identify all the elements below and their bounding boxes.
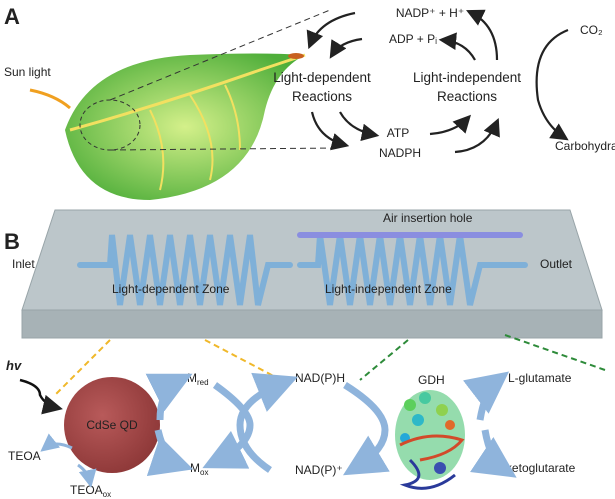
light-arrow bbox=[19, 378, 63, 415]
green-dash-right bbox=[504, 334, 606, 371]
outlet-label: Outlet bbox=[540, 257, 573, 271]
green-dash-left bbox=[359, 339, 409, 381]
zone-dependent-label: Light-dependent Zone bbox=[112, 282, 230, 296]
light-independent-label-1: Light-independent bbox=[413, 70, 521, 85]
light-independent-label-2: Reactions bbox=[437, 89, 497, 104]
microfluidic-chip bbox=[21, 209, 603, 339]
nadph-label: NADPH bbox=[379, 146, 421, 160]
co2-label: CO₂ bbox=[580, 23, 603, 37]
nadp-label-b: NAD(P)⁺ bbox=[295, 463, 343, 477]
teoa-ox-label: TEOAox bbox=[70, 483, 111, 499]
glutamate-label: L-glutamate bbox=[508, 371, 572, 385]
light-dependent-label-2: Reactions bbox=[292, 89, 352, 104]
atp-label: ATP bbox=[387, 126, 409, 140]
qd-label: CdSe QD bbox=[86, 418, 138, 432]
panel-label-b: B bbox=[4, 229, 20, 254]
air-hole-label: Air insertion hole bbox=[383, 211, 473, 225]
hv-label: hv bbox=[6, 358, 22, 373]
electron-transfer-arrows bbox=[145, 371, 517, 478]
nadp-h-label: NADP⁺ + H⁺ bbox=[396, 6, 464, 20]
gdh-label: GDH bbox=[418, 373, 445, 387]
light-dependent-label-1: Light-dependent bbox=[273, 70, 371, 85]
yellow-dash-left bbox=[54, 339, 111, 396]
inlet-label: Inlet bbox=[12, 257, 35, 271]
m-ox-label: Mox bbox=[190, 461, 208, 477]
yellow-dash-right bbox=[204, 339, 286, 383]
panel-label-a: A bbox=[4, 4, 20, 29]
teoa-label: TEOA bbox=[8, 449, 41, 463]
cycle-arrows bbox=[306, 9, 569, 154]
cdse-qd-sphere bbox=[64, 377, 160, 473]
adp-pi-label: ADP + Pᵢ bbox=[389, 32, 437, 46]
zoom-line-bottom bbox=[109, 147, 341, 151]
m-red-label: Mred bbox=[187, 371, 209, 387]
nadph-label-b: NAD(P)H bbox=[295, 371, 345, 385]
sun-light-label: Sun light bbox=[4, 65, 51, 79]
sunlight-arrow bbox=[29, 88, 71, 110]
leaf-illustration bbox=[65, 53, 306, 200]
carbohydrate-label: Carbohydrate bbox=[555, 139, 615, 153]
gdh-protein-structure bbox=[395, 390, 465, 490]
teoa-arrow bbox=[40, 433, 73, 452]
zone-independent-label: Light-independent Zone bbox=[325, 282, 452, 296]
ketoglutarate-label: α-ketoglutarate bbox=[495, 461, 576, 475]
teoa-ox-arrow bbox=[77, 463, 97, 488]
